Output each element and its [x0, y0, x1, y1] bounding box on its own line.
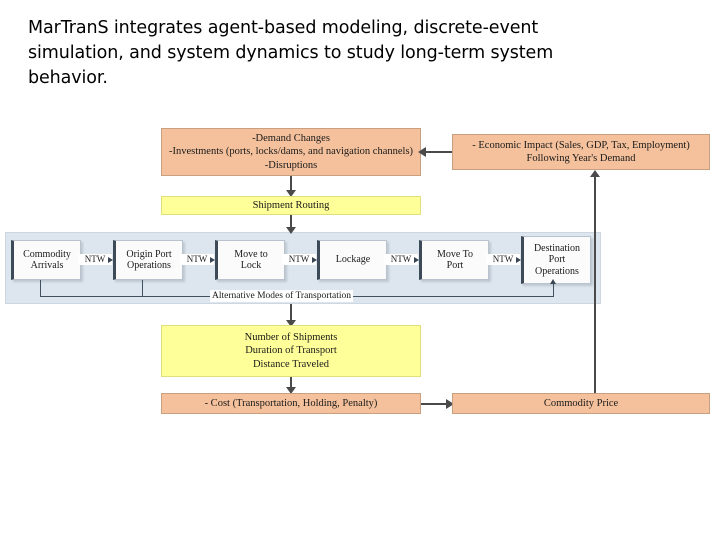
alternative-modes-label: Alternative Modes of Transportation — [210, 290, 354, 302]
commodity-price-box[interactable]: Commodity Price — [452, 393, 710, 414]
connector-routing-to-chain-arrow — [286, 227, 296, 234]
metrics-box[interactable]: Number of Shipments Duration of Transpor… — [161, 325, 421, 377]
inputs-line-1: -Demand Changes — [252, 133, 330, 145]
chain-connector-1-arrow — [108, 256, 113, 263]
chain-node-origin-port-operations[interactable]: Origin Port Operations — [113, 240, 183, 280]
connector-price-to-impact-line — [594, 177, 596, 393]
chain-connector-4-arrow — [414, 256, 419, 263]
metrics-line-3: Distance Traveled — [252, 358, 330, 370]
chain-node-commodity-arrivals[interactable]: Commodity Arrivals — [11, 240, 81, 280]
move-to-port-line-1: Move To — [436, 248, 474, 260]
chain-node-destination-port-operations[interactable]: Destination Port Operations — [521, 236, 591, 284]
chain-node-move-to-port[interactable]: Move To Port — [419, 240, 489, 280]
move-to-lock-line-2: Lock — [240, 260, 262, 271]
commodity-arrivals-line-2: Arrivals — [30, 260, 64, 271]
chain-connector-3-label: NTW — [282, 254, 316, 265]
origin-port-line-2: Operations — [127, 260, 171, 271]
martrans-framework-diagram: -Demand Changes -Investments (ports, loc… — [0, 118, 720, 428]
chain-connector-1-label: NTW — [78, 254, 112, 265]
connector-chain-to-metrics-line — [290, 304, 292, 322]
shipment-routing-box[interactable]: Shipment Routing — [161, 196, 421, 215]
alt-modes-drop-1 — [40, 280, 41, 297]
chain-node-lockage[interactable]: Lockage — [317, 240, 387, 280]
economic-impact-box[interactable]: - Economic Impact (Sales, GDP, Tax, Empl… — [452, 134, 710, 170]
connector-impact-to-inputs-arrow — [418, 147, 426, 157]
connector-chain-to-metrics-arrow — [286, 320, 296, 327]
chain-connector-5-label: NTW — [486, 254, 520, 265]
connector-routing-to-chain-line — [290, 215, 292, 229]
alt-modes-arrow — [550, 279, 556, 284]
metrics-line-1: Number of Shipments — [244, 332, 338, 344]
metrics-line-2: Duration of Transport — [245, 345, 337, 357]
connector-metrics-to-cost-arrow — [286, 387, 296, 394]
connector-cost-to-price-line — [421, 402, 449, 405]
cost-label: - Cost (Transportation, Holding, Penalty… — [204, 397, 378, 409]
move-to-lock-line-1: Move to — [234, 248, 268, 260]
inputs-box[interactable]: -Demand Changes -Investments (ports, loc… — [161, 128, 421, 176]
commodity-arrivals-line-1: Commodity — [23, 248, 71, 260]
destination-port-line-2: Port — [548, 254, 566, 266]
connector-metrics-to-cost-line — [290, 377, 292, 389]
cost-box[interactable]: - Cost (Transportation, Holding, Penalty… — [161, 393, 421, 414]
economic-impact-line-1: - Economic Impact (Sales, GDP, Tax, Empl… — [472, 139, 690, 151]
connector-price-to-impact-arrow — [590, 170, 600, 177]
inputs-line-3: -Disruptions — [264, 159, 318, 171]
inputs-line-2: -Investments (ports, locks/dams, and nav… — [168, 146, 414, 158]
commodity-price-label: Commodity Price — [543, 397, 619, 409]
alt-modes-riser — [553, 284, 554, 297]
chain-node-move-to-lock[interactable]: Move to Lock — [215, 240, 285, 280]
connector-impact-to-inputs-line — [426, 151, 452, 153]
alt-modes-drop-2 — [142, 280, 143, 297]
chain-connector-5-arrow — [516, 256, 521, 263]
origin-port-line-1: Origin Port — [126, 248, 172, 260]
chain-connector-2-arrow — [210, 256, 215, 263]
move-to-port-line-2: Port — [446, 260, 464, 271]
economic-impact-line-2: Following Year's Demand — [526, 153, 636, 164]
lockage-label: Lockage — [335, 254, 371, 266]
chain-connector-4-label: NTW — [384, 254, 418, 265]
connector-inputs-to-routing-line — [290, 176, 292, 192]
chain-connector-2-label: NTW — [180, 254, 214, 265]
connector-cost-to-price-arrow — [446, 398, 454, 409]
destination-port-line-3: Operations — [535, 265, 579, 277]
destination-port-line-1: Destination — [533, 242, 581, 254]
chain-connector-3-arrow — [312, 256, 317, 263]
connector-inputs-to-routing-arrow — [286, 190, 296, 197]
shipment-routing-label: Shipment Routing — [252, 199, 330, 211]
headline-text: MarTranS integrates agent-based modeling… — [28, 18, 554, 88]
